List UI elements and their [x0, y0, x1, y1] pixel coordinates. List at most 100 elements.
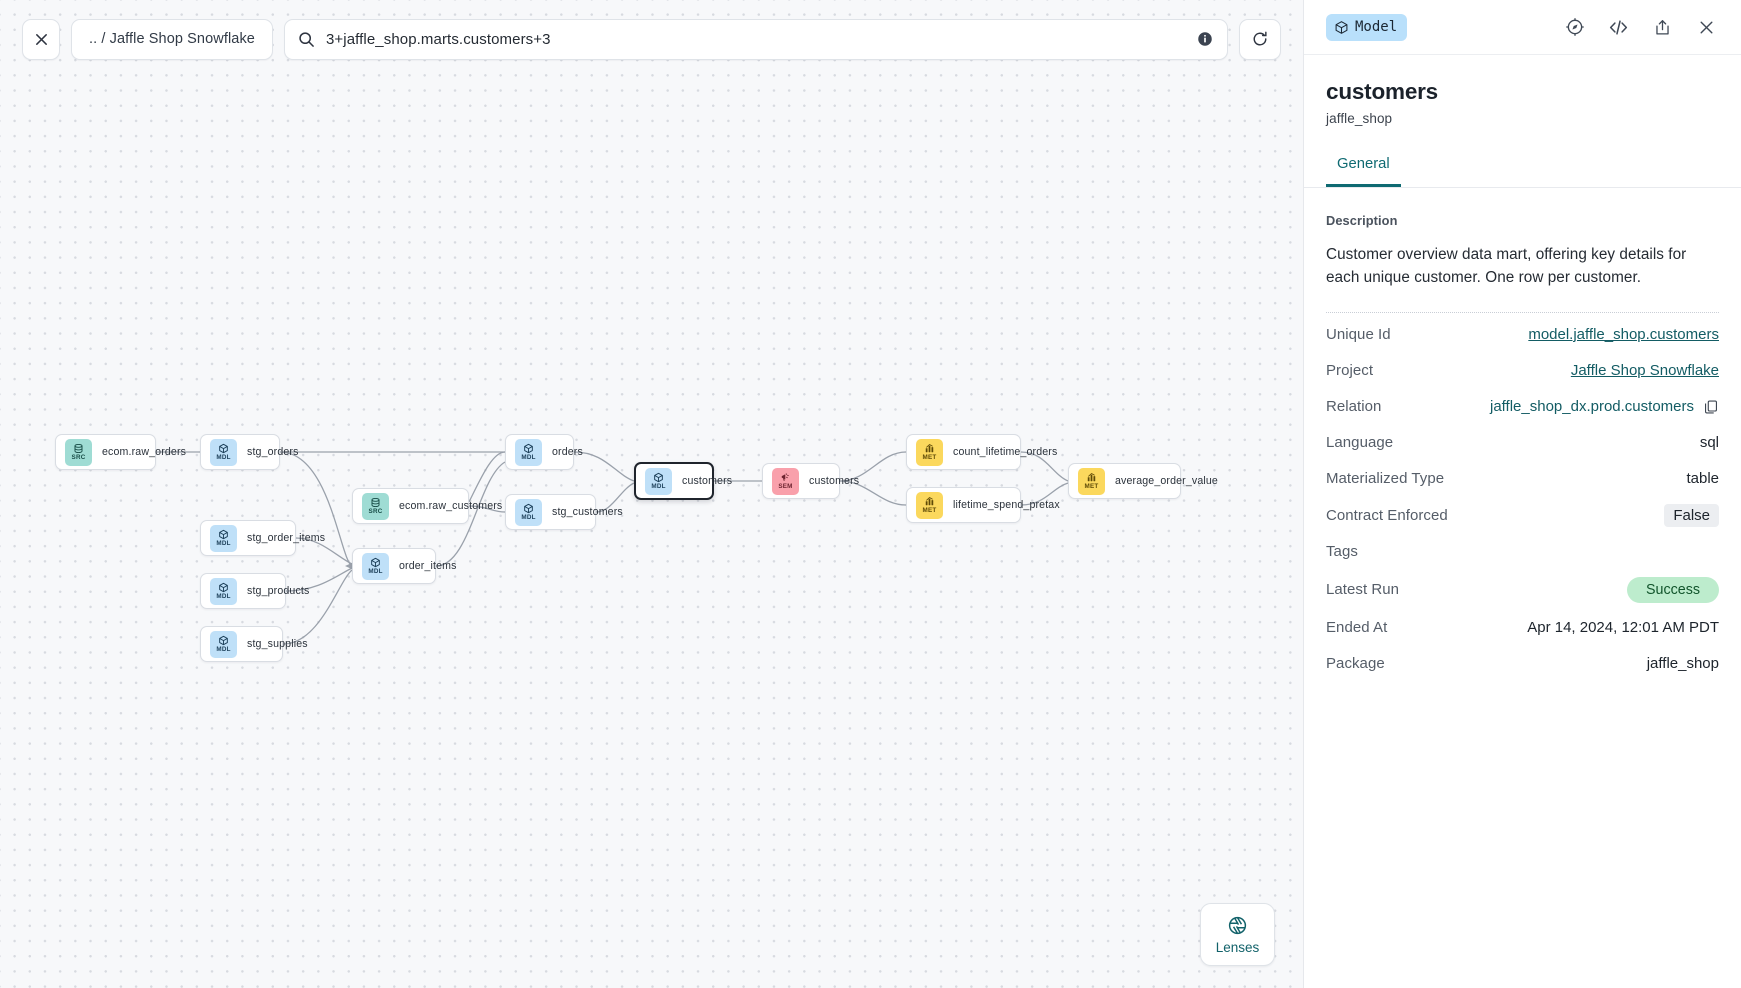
- lineage-node-label: count_lifetime_orders: [953, 446, 1058, 458]
- lineage-node-stg_orders[interactable]: MDL stg_orders: [200, 434, 298, 470]
- metadata-row: Tags: [1326, 534, 1719, 570]
- metadata-value[interactable]: Jaffle Shop Snowflake: [1571, 362, 1719, 379]
- metadata-row: Latest Run Success: [1326, 570, 1719, 610]
- lineage-node-order_items[interactable]: MDL order_items: [352, 548, 456, 584]
- breadcrumb[interactable]: .. / Jaffle Shop Snowflake: [71, 18, 273, 60]
- copy-icon[interactable]: [1703, 399, 1719, 415]
- metadata-value: sql: [1700, 434, 1719, 451]
- metadata-value-text: jaffle_shop: [1646, 655, 1719, 672]
- details-panel-header: Model: [1304, 0, 1741, 55]
- lineage-node-average_order_value[interactable]: MET average_order_value: [1068, 463, 1218, 499]
- metadata-key: Materialized Type: [1326, 470, 1445, 487]
- close-panel-icon[interactable]: [1693, 14, 1720, 41]
- met-badge-icon: MET: [916, 491, 943, 519]
- mdl-badge-icon: MDL: [362, 552, 389, 580]
- metadata-key: Ended At: [1326, 619, 1388, 636]
- lineage-node-label: lifetime_spend_pretax: [953, 499, 1060, 511]
- lineage-node-label: stg_orders: [247, 446, 299, 458]
- refresh-button[interactable]: [1239, 18, 1281, 60]
- lineage-node-label: ecom.raw_customers: [399, 500, 503, 512]
- lineage-search[interactable]: [283, 18, 1228, 60]
- refresh-icon: [1251, 30, 1269, 48]
- lineage-node-label: stg_order_items: [247, 532, 326, 544]
- lineage-node-stg_products[interactable]: MDL stg_products: [200, 573, 309, 609]
- metadata-key: Latest Run: [1326, 581, 1400, 598]
- page-title: customers: [1326, 79, 1438, 104]
- mdl-badge-icon: MDL: [210, 630, 237, 658]
- lineage-node-stg_supplies[interactable]: MDL stg_supplies: [200, 626, 308, 662]
- met-badge-icon: MET: [916, 438, 943, 466]
- metadata-value[interactable]: jaffle_shop_dx.prod.customers: [1490, 398, 1719, 415]
- metadata-value-text: model.jaffle_shop.customers: [1528, 326, 1719, 343]
- metadata-key: Relation: [1326, 398, 1382, 415]
- metadata-row: Relation jaffle_shop_dx.prod.customers: [1326, 389, 1719, 425]
- metadata-key: Package: [1326, 655, 1385, 672]
- search-input[interactable]: [325, 30, 1186, 48]
- lineage-node-label: stg_products: [247, 585, 310, 597]
- lineage-node-label: stg_customers: [552, 506, 623, 518]
- src-badge-icon: SRC: [362, 492, 389, 520]
- metadata-key: Language: [1326, 434, 1394, 451]
- mdl-badge-icon: MDL: [210, 577, 237, 605]
- sem-badge-icon: SEM: [772, 467, 799, 495]
- metadata-value-text: table: [1686, 470, 1719, 487]
- lineage-node-count_lifetime_orders[interactable]: MET count_lifetime_orders: [906, 434, 1057, 470]
- metadata-value-text: Jaffle Shop Snowflake: [1570, 362, 1719, 379]
- metadata-key: Contract Enforced: [1326, 506, 1448, 524]
- lineage-node-label: customers: [809, 475, 860, 487]
- metadata-row: Language sql: [1326, 425, 1719, 461]
- info-icon[interactable]: [1197, 31, 1213, 47]
- metadata-key: Tags: [1326, 543, 1358, 560]
- lineage-node-customers_semantic[interactable]: SEM customers: [762, 463, 859, 499]
- lineage-node-customers_model[interactable]: MDL customers: [634, 462, 732, 500]
- share-icon[interactable]: [1649, 14, 1676, 41]
- panel-title-block: customers jaffle_shop: [1304, 55, 1741, 126]
- metadata-row: Ended At Apr 14, 2024, 12:01 AM PDT: [1326, 610, 1719, 646]
- metadata-row: Unique Id model.jaffle_shop.customers: [1326, 317, 1719, 353]
- cube-icon: [1334, 20, 1349, 35]
- metadata-row: Materialized Type table: [1326, 461, 1719, 497]
- code-icon[interactable]: [1605, 14, 1632, 41]
- node-type-badge[interactable]: Model: [1326, 13, 1408, 41]
- metadata-value-text: Apr 14, 2024, 12:01 AM PDT: [1527, 619, 1719, 636]
- lineage-node-label: order_items: [399, 560, 457, 572]
- lineage-node-ecom_raw_customers[interactable]: SRC ecom.raw_customers: [352, 488, 502, 524]
- lineage-node-label: ecom.raw_orders: [102, 446, 187, 458]
- close-lineage-button[interactable]: [22, 18, 60, 60]
- lenses-button[interactable]: Lenses: [1200, 903, 1275, 966]
- lineage-node-label: customers: [682, 475, 733, 487]
- metadata-value: Success: [1626, 576, 1719, 603]
- explore-icon[interactable]: [1561, 14, 1588, 41]
- lineage-node-ecom_raw_orders[interactable]: SRC ecom.raw_orders: [55, 434, 186, 470]
- metadata-row: Contract Enforced False: [1326, 497, 1719, 534]
- lenses-label: Lenses: [1215, 939, 1260, 955]
- panel-tabs: General: [1304, 156, 1741, 188]
- status-badge: False: [1664, 503, 1719, 527]
- description-label: Description: [1326, 213, 1398, 228]
- lineage-node-label: average_order_value: [1115, 475, 1218, 487]
- details-panel: Model: [1303, 0, 1741, 988]
- met-badge-icon: MET: [1078, 467, 1105, 495]
- mdl-badge-icon: MDL: [210, 438, 237, 466]
- search-icon: [298, 31, 315, 48]
- metadata-value[interactable]: model.jaffle_shop.customers: [1528, 326, 1719, 343]
- status-badge[interactable]: Success: [1626, 576, 1719, 603]
- src-badge-icon: SRC: [65, 438, 92, 466]
- metadata-row: Project Jaffle Shop Snowflake: [1326, 353, 1719, 389]
- metadata-key: Unique Id: [1326, 326, 1391, 343]
- panel-body: Description Customer overview data mart,…: [1304, 188, 1741, 988]
- lineage-node-label: stg_supplies: [247, 638, 308, 650]
- metadata-key: Project: [1326, 362, 1374, 379]
- metadata-value: Apr 14, 2024, 12:01 AM PDT: [1527, 619, 1719, 636]
- lineage-node-lifetime_spend_pretax[interactable]: MET lifetime_spend_pretax: [906, 487, 1060, 523]
- mdl-badge-icon: MDL: [645, 467, 672, 495]
- tab-general[interactable]: General: [1326, 156, 1401, 187]
- metadata-value: jaffle_shop: [1647, 655, 1719, 672]
- lineage-node-label: orders: [552, 446, 583, 458]
